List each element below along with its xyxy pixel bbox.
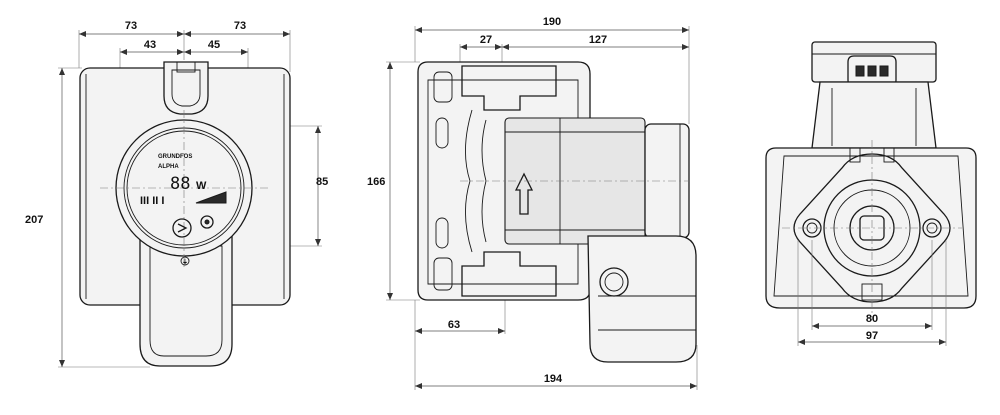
cable-entry (599, 267, 629, 297)
model-name: ALPHA (158, 164, 179, 170)
indicator-light (200, 215, 214, 229)
level-indicator-icon (195, 191, 227, 204)
dim-label-display-height: 85 (316, 176, 328, 188)
dim-label-side-bottom: 194 (544, 373, 563, 385)
dim-label-flange-width: 97 (866, 330, 878, 342)
terminal-box-side (587, 235, 697, 363)
mode-button (172, 218, 192, 238)
dim-label-front-right-offset: 45 (208, 39, 220, 51)
side-view: 190 27 127 166 63 194 (367, 16, 698, 390)
power-unit: W (196, 180, 207, 192)
mode-bars: III II I (140, 195, 164, 207)
dim-label-front-left-offset: 43 (144, 39, 156, 51)
dim-label-side-height: 166 (367, 176, 385, 188)
front-view: 73 73 43 45 207 85 ⏚ (25, 20, 328, 368)
brand-logo: GRUNDFOS (158, 154, 192, 160)
end-view: 80 97 (765, 41, 977, 346)
port-slot (435, 117, 449, 149)
dim-label-front-left-width: 73 (125, 20, 137, 32)
control-head-side (644, 123, 690, 239)
dim-label-front-right-width: 73 (234, 20, 246, 32)
dim-label-side-width: 190 (543, 16, 561, 28)
pump-flange (765, 147, 977, 309)
cable-clip (163, 61, 209, 115)
dim-label-inlet-offset: 27 (480, 34, 492, 46)
dim-label-motor-length: 127 (589, 34, 607, 46)
terminal-box (139, 235, 233, 367)
flow-arrow-icon (514, 172, 534, 215)
dim-label-front-height: 207 (25, 214, 43, 226)
power-readout: 88 (170, 174, 190, 194)
dim-label-bolt-spacing: 80 (866, 313, 878, 325)
port-slot (435, 217, 449, 249)
ground-mark: ⏚ (182, 259, 188, 266)
mode-arrow-icon (177, 223, 188, 233)
dim-label-box-offset: 63 (448, 319, 460, 331)
